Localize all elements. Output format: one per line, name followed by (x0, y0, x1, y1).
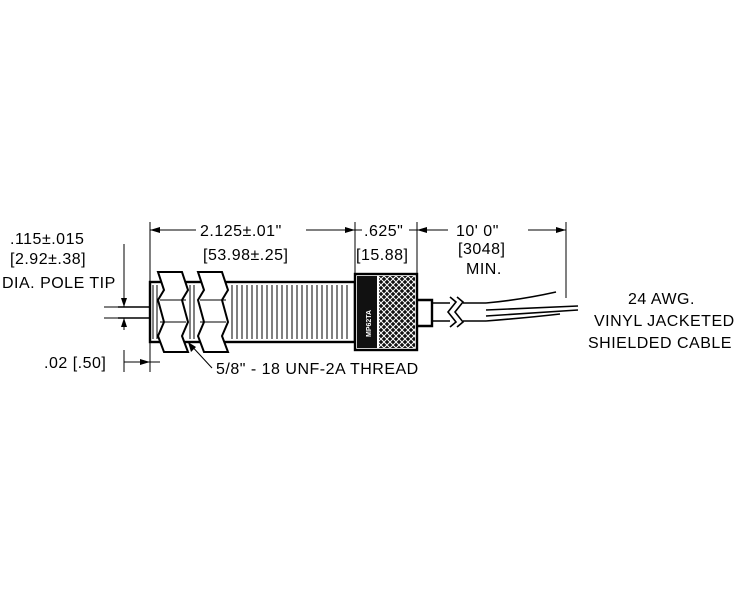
cable-callout-line1: 24 AWG. (628, 291, 695, 308)
tip-dia-note: DIA. POLE TIP (2, 275, 116, 292)
dim-cable-length: 10' 0" [3048] MIN. (417, 222, 567, 298)
knurl-length-label: .625" (364, 223, 403, 240)
body-length-label: 2.125±.01" (200, 223, 282, 240)
part-marking: MP62TA (366, 310, 373, 337)
tip-offset-label: .02 [.50] (44, 355, 106, 372)
cable-length-label: 10' 0" (456, 223, 499, 240)
hex-nut-front (156, 271, 190, 353)
dim-tip-diameter: .115±.015 [2.92±.38] DIA. POLE TIP (2, 231, 127, 330)
knurled-head: MP62TA (353, 272, 419, 352)
thread-callout-label: 5/8" - 18 UNF-2A THREAD (216, 361, 419, 378)
body-length-mm-label: [53.98±.25] (203, 247, 288, 264)
dim-tip-offset: .02 [.50] (44, 342, 160, 372)
pole-tip (118, 306, 150, 319)
cable-callout-line2: VINYL JACKETED (594, 313, 735, 330)
threaded-body (148, 280, 357, 344)
hex-nut-rear (196, 271, 230, 353)
thread-callout: 5/8" - 18 UNF-2A THREAD (187, 341, 419, 378)
cable-callout-line3: SHIELDED CABLE (588, 335, 732, 352)
cable (417, 291, 579, 328)
cable-length-mm-label: [3048] (458, 241, 505, 258)
cable-length-note: MIN. (466, 261, 502, 278)
dim-knurl-length: .625" [15.88] (355, 222, 418, 274)
dim-body-length: 2.125±.01" [53.98±.25] (149, 222, 356, 282)
knurl-length-mm-label: [15.88] (356, 247, 408, 264)
tip-dia-label: .115±.015 (10, 231, 84, 248)
cable-callout: 24 AWG. VINYL JACKETED SHIELDED CABLE (588, 291, 735, 352)
tip-dia-mm-label: [2.92±.38] (10, 251, 86, 268)
